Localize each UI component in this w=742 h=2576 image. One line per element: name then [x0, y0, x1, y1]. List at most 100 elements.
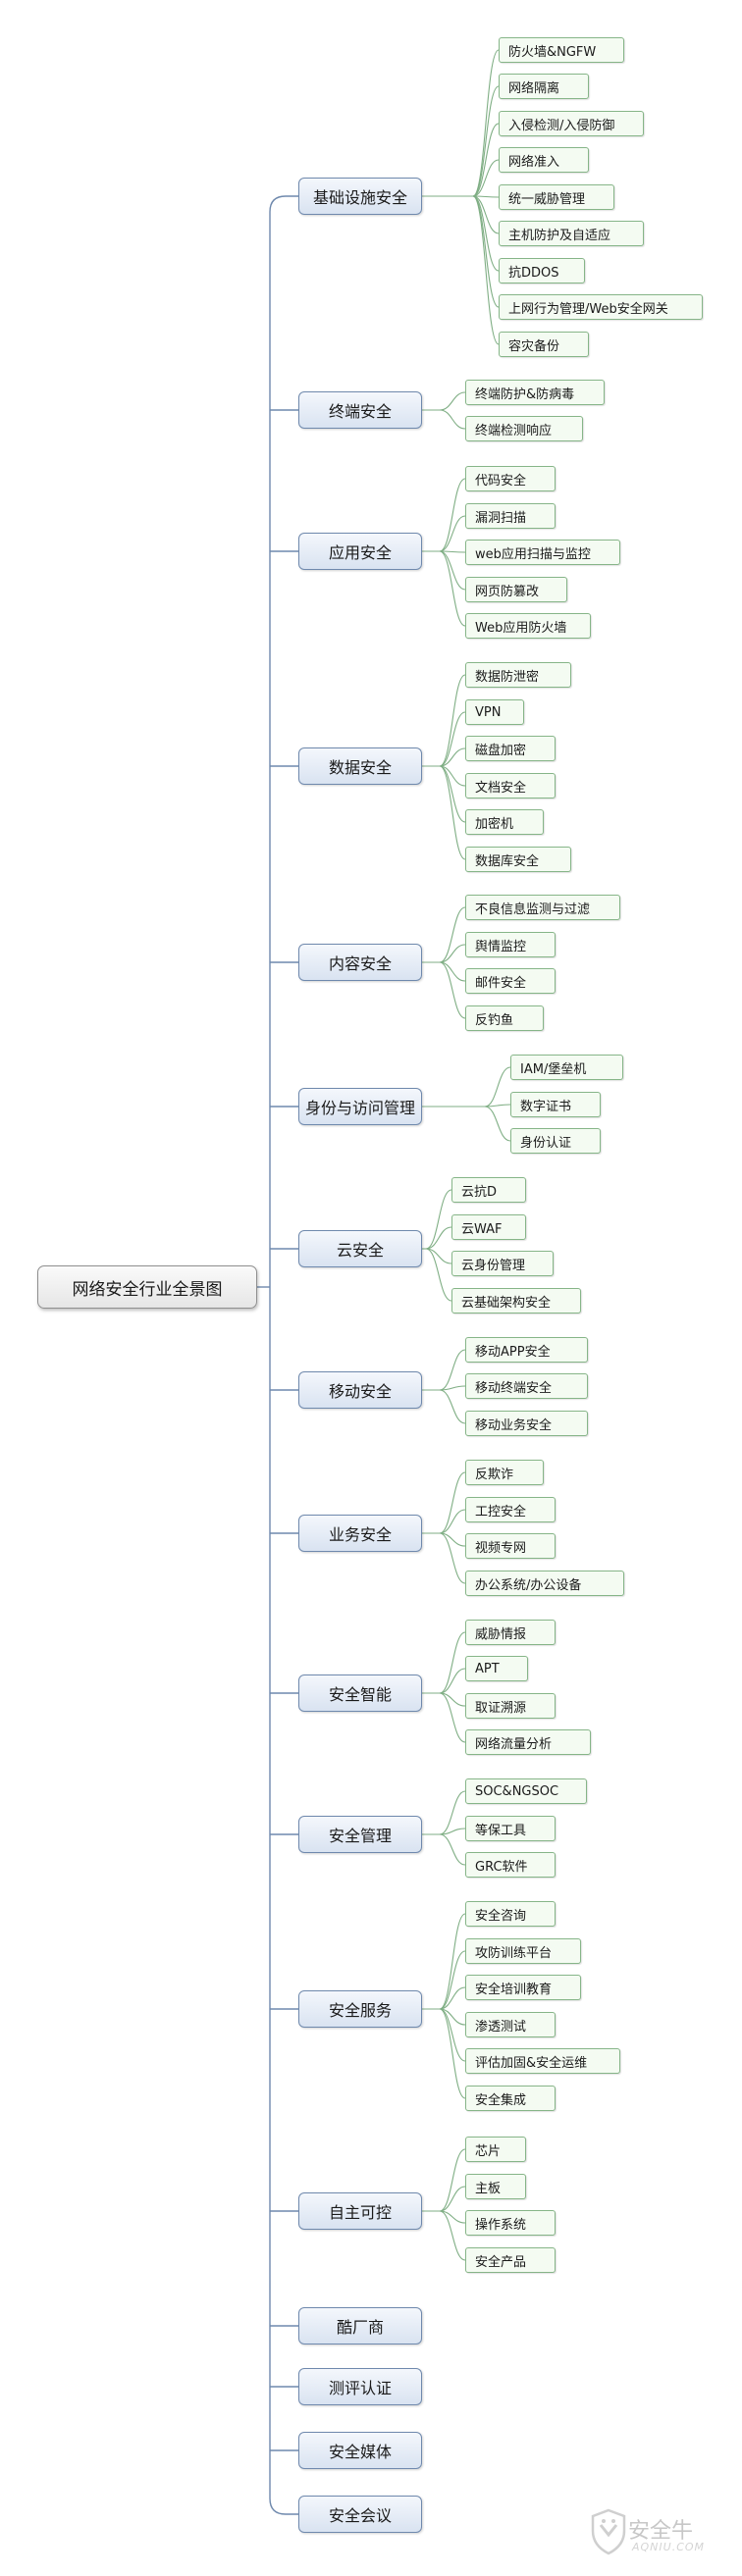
leaf-node[interactable]: 云基础架构安全 — [451, 1288, 581, 1314]
leaf-node[interactable]: 移动APP安全 — [465, 1337, 588, 1363]
leaf-node[interactable]: 文档安全 — [465, 773, 556, 799]
category-node[interactable]: 安全服务 — [298, 1990, 422, 2028]
leaf-label: 抗DDOS — [508, 265, 559, 281]
category-node[interactable]: 安全管理 — [298, 1816, 422, 1853]
leaf-node[interactable]: 邮件安全 — [465, 968, 556, 994]
leaf-node[interactable]: 上网行为管理/Web安全网关 — [499, 294, 703, 320]
leaf-node[interactable]: 网络准入 — [499, 147, 589, 173]
leaf-node[interactable]: 云抗D — [451, 1177, 526, 1203]
leaf-node[interactable]: 网络隔离 — [499, 74, 589, 99]
leaf-node[interactable]: 安全培训教育 — [465, 1975, 581, 2000]
leaf-node[interactable]: 主板 — [465, 2174, 526, 2199]
leaf-node[interactable]: 移动业务安全 — [465, 1411, 588, 1436]
leaf-node[interactable]: 身份认证 — [510, 1128, 601, 1154]
leaf-node[interactable]: 评估加固&安全运维 — [465, 2048, 620, 2074]
category-node[interactable]: 应用安全 — [298, 533, 422, 570]
leaf-label: 云抗D — [461, 1184, 498, 1200]
leaf-label: 云WAF — [461, 1221, 503, 1237]
leaf-node[interactable]: web应用扫描与监控 — [465, 540, 620, 565]
category-node[interactable]: 酷厂商 — [298, 2307, 422, 2344]
leaf-node[interactable]: 加密机 — [465, 809, 544, 835]
leaf-node[interactable]: 操作系统 — [465, 2210, 556, 2236]
category-label: 安全管理 — [328, 1827, 392, 1845]
leaf-node[interactable]: 不良信息监测与过滤 — [465, 895, 620, 920]
category-node[interactable]: 自主可控 — [298, 2192, 422, 2230]
leaf-node[interactable]: 终端防护&防病毒 — [465, 380, 605, 405]
leaf-node[interactable]: 云身份管理 — [451, 1251, 554, 1276]
leaf-connector — [439, 944, 466, 963]
leaf-node[interactable]: 云WAF — [451, 1214, 526, 1240]
leaf-node[interactable]: 安全产品 — [465, 2247, 556, 2273]
leaf-label: 网络流量分析 — [475, 1736, 553, 1752]
category-node[interactable]: 业务安全 — [298, 1515, 422, 1552]
leaf-node[interactable]: 数据防泄密 — [465, 662, 571, 688]
category-node[interactable]: 内容安全 — [298, 944, 422, 981]
leaf-node[interactable]: Web应用防火墙 — [465, 613, 591, 639]
category-label: 终端安全 — [328, 402, 392, 421]
category-node[interactable]: 移动安全 — [298, 1371, 422, 1409]
leaf-node[interactable]: 代码安全 — [465, 466, 556, 491]
leaf-connector — [439, 1790, 466, 1835]
leaf-label: 统一威胁管理 — [508, 191, 586, 207]
leaf-node[interactable]: 安全集成 — [465, 2086, 556, 2111]
leaf-node[interactable]: 办公系统/办公设备 — [465, 1571, 624, 1596]
leaf-node[interactable]: 终端检测响应 — [465, 416, 583, 441]
leaf-node[interactable]: 网页防篡改 — [465, 577, 567, 602]
leaf-node[interactable]: 舆情监控 — [465, 932, 556, 957]
leaf-node[interactable]: 反欺诈 — [465, 1460, 544, 1485]
leaf-label: 反欺诈 — [475, 1467, 514, 1482]
leaf-node[interactable]: 移动终端安全 — [465, 1373, 588, 1399]
leaf-node[interactable]: 入侵检测/入侵防御 — [499, 111, 644, 136]
leaf-node[interactable]: IAM/堡垒机 — [510, 1055, 623, 1080]
category-node[interactable]: 终端安全 — [298, 391, 422, 429]
leaf-node[interactable]: 工控安全 — [465, 1497, 556, 1522]
leaf-node[interactable]: 漏洞扫描 — [465, 503, 556, 529]
category-node[interactable]: 基础设施安全 — [298, 178, 422, 215]
leaf-connector — [439, 1828, 466, 1835]
category-node[interactable]: 身份与访问管理 — [298, 1088, 422, 1125]
leaf-connector — [439, 961, 466, 1019]
leaf-node[interactable]: 渗透测试 — [465, 2012, 556, 2037]
leaf-label: 视频专网 — [475, 1540, 527, 1556]
leaf-node[interactable]: 安全咨询 — [465, 1901, 556, 1927]
category-node[interactable]: 数据安全 — [298, 747, 422, 785]
leaf-node[interactable]: 网络流量分析 — [465, 1729, 591, 1755]
leaf-node[interactable]: 统一威胁管理 — [499, 184, 614, 210]
leaf-node[interactable]: 容灾备份 — [499, 332, 589, 357]
leaf-node[interactable]: 威胁情报 — [465, 1620, 556, 1645]
leaf-connector — [472, 195, 500, 345]
leaf-node[interactable]: 视频专网 — [465, 1533, 556, 1559]
leaf-node[interactable]: 磁盘加密 — [465, 736, 556, 761]
leaf-node[interactable]: 数字证书 — [510, 1092, 601, 1117]
category-node[interactable]: 安全智能 — [298, 1674, 422, 1712]
leaf-label: 邮件安全 — [475, 975, 527, 991]
leaf-connector — [439, 409, 466, 430]
leaf-node[interactable]: VPN — [465, 699, 524, 725]
category-node[interactable]: 测评认证 — [298, 2368, 422, 2405]
leaf-connector — [425, 1189, 452, 1250]
leaf-label: 入侵检测/入侵防御 — [508, 118, 615, 133]
leaf-label: web应用扫描与监控 — [475, 546, 591, 562]
leaf-node[interactable]: 等保工具 — [465, 1816, 556, 1841]
leaf-label: 终端防护&防病毒 — [475, 386, 575, 402]
leaf-connector — [439, 1471, 466, 1534]
leaf-node[interactable]: 反钓鱼 — [465, 1005, 544, 1031]
leaf-node[interactable]: GRC软件 — [465, 1852, 556, 1878]
category-node[interactable]: 云安全 — [298, 1230, 422, 1267]
leaf-node[interactable]: 主机防护及自适应 — [499, 221, 644, 246]
category-label: 酷厂商 — [336, 2318, 384, 2337]
root-label: 网络安全行业全景图 — [72, 1279, 223, 1300]
category-node[interactable]: 安全会议 — [298, 2496, 422, 2533]
category-node[interactable]: 安全媒体 — [298, 2432, 422, 2469]
leaf-node[interactable]: 数据库安全 — [465, 847, 571, 872]
leaf-node[interactable]: APT — [465, 1656, 528, 1681]
leaf-node[interactable]: 芯片 — [465, 2137, 526, 2162]
root-node[interactable]: 网络安全行业全景图 — [37, 1265, 257, 1309]
leaf-node[interactable]: 攻防训练平台 — [465, 1938, 581, 1964]
leaf-node[interactable]: SOC&NGSOC — [465, 1778, 587, 1804]
watermark-subtext: AQNIU.COM — [632, 2541, 706, 2553]
leaf-connector — [439, 1986, 466, 2010]
leaf-node[interactable]: 取证溯源 — [465, 1693, 556, 1719]
leaf-node[interactable]: 防火墙&NGFW — [499, 37, 624, 63]
leaf-node[interactable]: 抗DDOS — [499, 258, 585, 283]
